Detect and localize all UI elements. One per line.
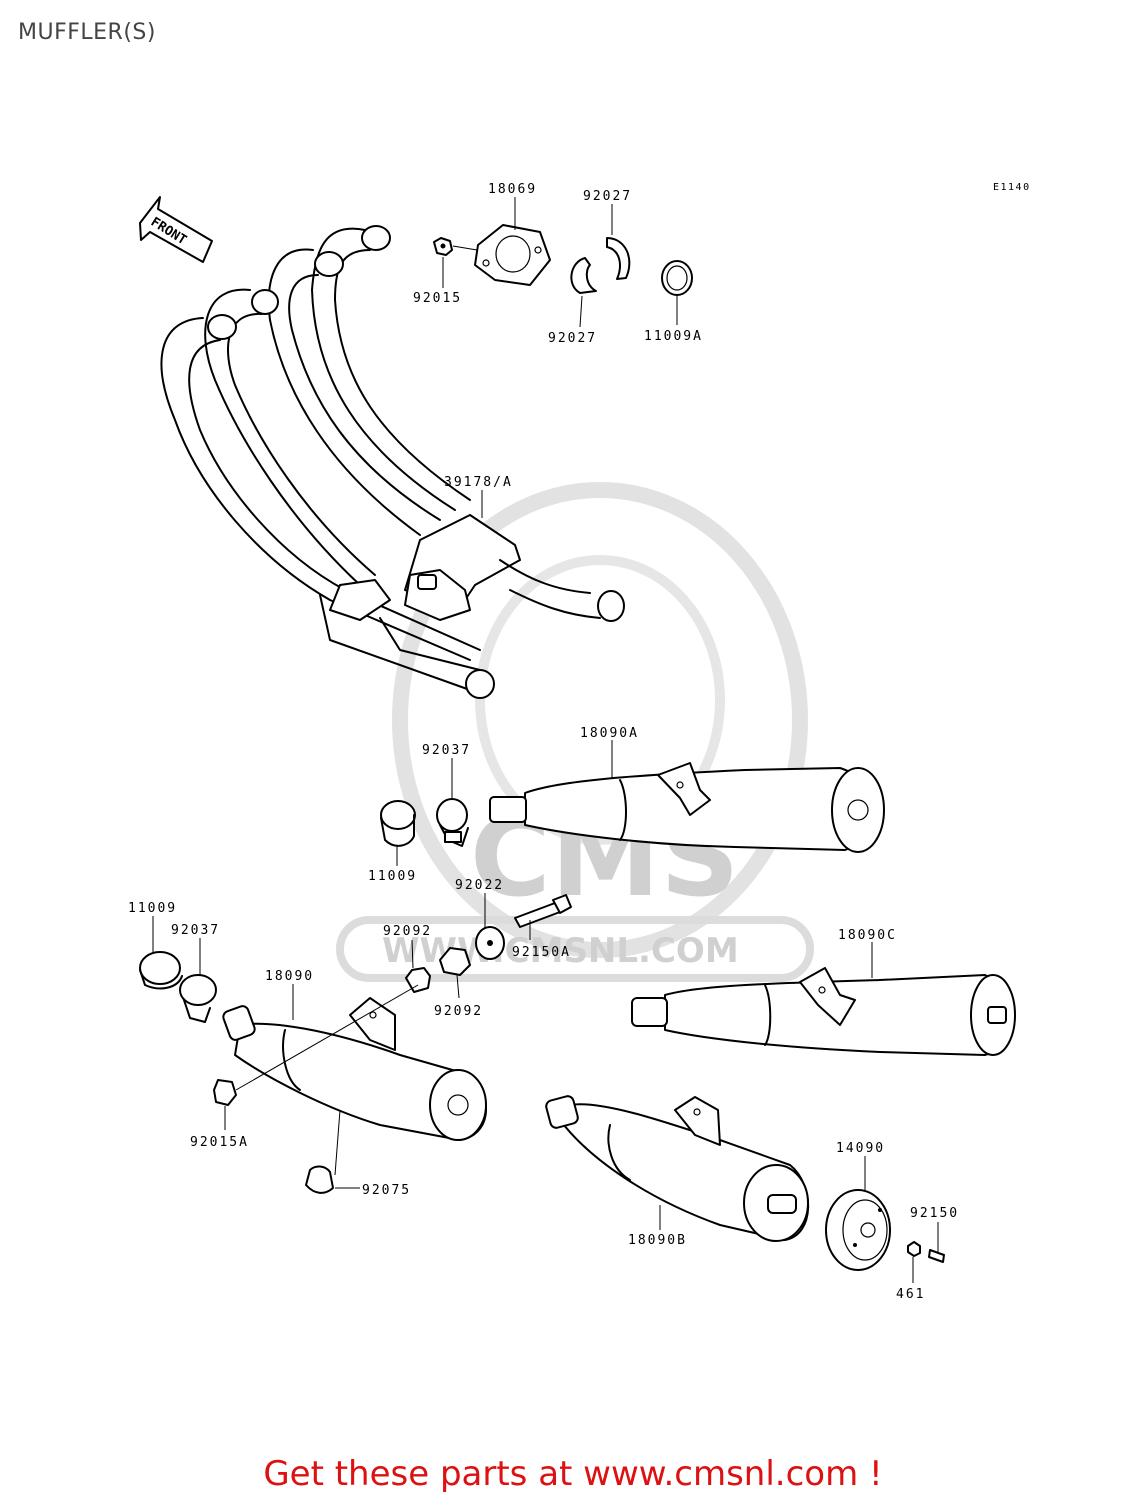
part-label-18090c[interactable]: 18090C: [838, 928, 897, 943]
part-label-11009a[interactable]: 11009A: [644, 329, 703, 344]
nut-461: [907, 1241, 921, 1257]
part-label-92027-top[interactable]: 92027: [583, 189, 632, 204]
collar-92092-upper: [405, 967, 431, 993]
part-label-92037-upper[interactable]: 92037: [422, 743, 471, 758]
split-keeper-92027-top: [606, 237, 631, 280]
exhaust-flange-18069: [474, 224, 551, 286]
front-arrow: FRONT: [139, 196, 213, 263]
part-label-92150a[interactable]: 92150A: [512, 945, 571, 960]
muffler-18090c: [631, 967, 1016, 1056]
screw-92150: [928, 1249, 945, 1263]
bolt-92150a: [514, 894, 572, 928]
clamp-92037-upper: [436, 798, 469, 847]
part-label-92015[interactable]: 92015: [413, 291, 462, 306]
part-label-92075[interactable]: 92075: [362, 1183, 411, 1198]
part-label-92015a[interactable]: 92015A: [190, 1135, 249, 1150]
part-label-92150[interactable]: 92150: [910, 1206, 959, 1221]
exhaust-pipe-assembly-39178a: [160, 225, 625, 699]
part-label-14090[interactable]: 14090: [836, 1141, 885, 1156]
muffler-18090b: [545, 1095, 810, 1242]
split-keeper-92027-bottom: [570, 257, 597, 294]
gasket-11009-left: [139, 951, 183, 990]
washer-92022: [475, 926, 505, 960]
end-cap-14090: [825, 1189, 891, 1271]
page-title: MUFFLER(S): [18, 20, 156, 45]
part-label-39178a[interactable]: 39178/A: [444, 475, 513, 490]
nut-92015: [433, 237, 453, 256]
muffler-18090a: [489, 762, 885, 853]
part-label-18069[interactable]: 18069: [488, 182, 537, 197]
cms-watermark: CMS WWW.CMSNL.COM: [336, 482, 814, 982]
gasket-11009-upper: [380, 800, 416, 847]
muffler-18090: [222, 997, 487, 1141]
part-label-92022[interactable]: 92022: [455, 878, 504, 893]
diagram-code: E1140: [993, 182, 1031, 193]
part-label-92027-bottom[interactable]: 92027: [548, 331, 597, 346]
part-label-11009-upper[interactable]: 11009: [368, 869, 417, 884]
part-label-11009-left[interactable]: 11009: [128, 901, 177, 916]
gasket-11009a: [661, 260, 693, 296]
part-label-92092-lower[interactable]: 92092: [434, 1004, 483, 1019]
exploded-parts-diagram: CMS WWW.CMSNL.COM FRONT E1140: [128, 182, 1031, 1302]
part-label-92037-left[interactable]: 92037: [171, 923, 220, 938]
nut-92015a: [213, 1079, 237, 1106]
part-label-18090[interactable]: 18090: [265, 969, 314, 984]
part-label-461[interactable]: 461: [896, 1287, 925, 1302]
footer-link[interactable]: Get these parts at www.cmsnl.com !: [263, 1454, 883, 1494]
leader-lines: [152, 197, 939, 1283]
clamp-92037-left: [179, 974, 217, 1023]
damper-92092-lower: [439, 947, 471, 976]
grommet-92075: [305, 1165, 334, 1194]
part-label-92092-upper[interactable]: 92092: [383, 924, 432, 939]
part-label-18090b[interactable]: 18090B: [628, 1233, 687, 1248]
part-label-18090a[interactable]: 18090A: [580, 726, 639, 741]
